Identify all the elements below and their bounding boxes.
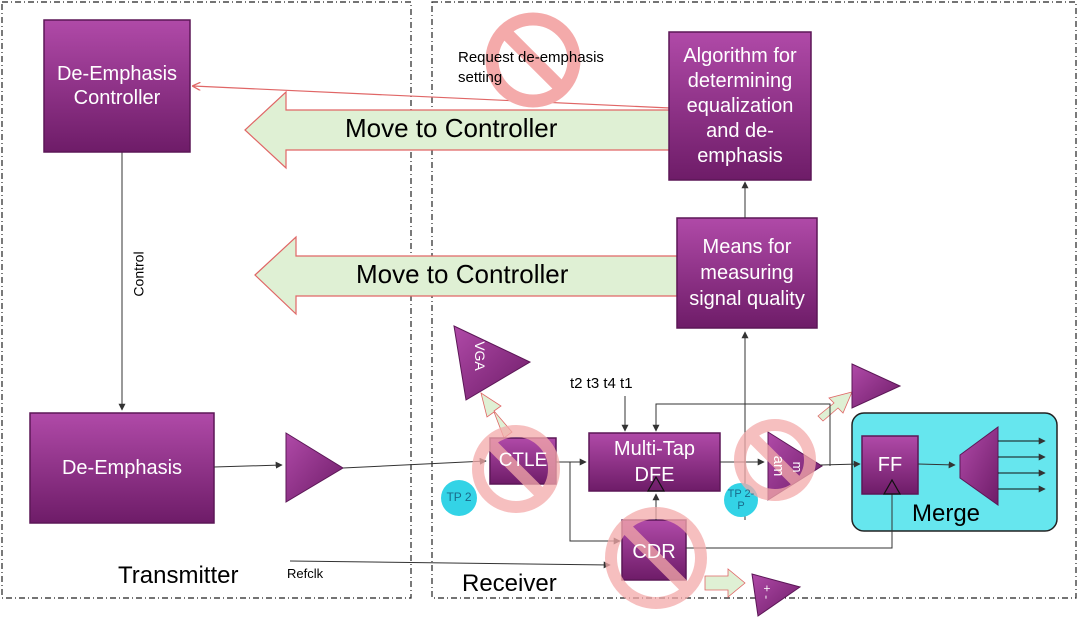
dfe-label-line1: Multi-Tap <box>613 438 696 460</box>
algorithm-label: Algorithm for determining equalization a… <box>683 44 797 167</box>
prohibit-ctle-icon <box>472 425 560 513</box>
taps-label: t2 t3 t4 t1 <box>570 375 633 392</box>
deserializer-shape <box>959 426 999 506</box>
refclk-label: Refclk <box>287 566 324 581</box>
prohibit-cdr-icon <box>605 507 707 609</box>
cdr-label: CDR <box>632 541 676 563</box>
means-label: Means for measuring signal quality <box>689 236 805 310</box>
transmitter-label: Transmitter <box>118 562 239 589</box>
prohibit-request-icon <box>485 12 581 108</box>
plus-minus-triangle <box>751 573 802 617</box>
move-to-controller-top: Move to Controller <box>345 113 558 143</box>
means-block <box>676 217 818 329</box>
deemphasis-block <box>29 412 215 524</box>
request-arrow <box>193 86 671 109</box>
ctle-label: CTLE <box>498 449 548 471</box>
dfe-clock-triangle <box>646 475 666 492</box>
slicer-triangle <box>851 363 902 409</box>
receiver-label: Receiver <box>462 570 557 597</box>
deemphasis-label: De-Emphasis <box>61 457 183 479</box>
dfe-label-line2: DFE <box>634 464 675 486</box>
ff-block <box>861 435 919 495</box>
ff-label: FF <box>877 454 903 476</box>
request-label: Request de-emphasis setting <box>458 49 604 87</box>
control-label: Control <box>130 251 147 297</box>
plus-minus-label: + - <box>760 584 775 600</box>
tp2p-label: TP 2-P <box>727 487 755 512</box>
vga-label: VGA <box>472 341 489 371</box>
tp2-label: TP 2 <box>446 490 472 505</box>
transmitter-region <box>1 1 412 599</box>
merge-label: Merge <box>912 500 981 527</box>
tp2-marker <box>441 480 477 516</box>
deemphasis-controller-block <box>43 19 191 153</box>
move-to-controller-bottom: Move to Controller <box>356 259 569 289</box>
deemphasis-controller-label: De-Emphasis Controller <box>56 63 178 109</box>
algorithm-block <box>668 31 812 181</box>
slicer-green-arrow <box>817 391 853 422</box>
summer-label-2: m <box>789 461 805 473</box>
vga-triangle <box>453 325 532 401</box>
pm-green-arrow <box>704 568 746 598</box>
prohibit-summer-icon <box>734 419 816 501</box>
receiver-region <box>431 1 1077 599</box>
tx-driver-triangle <box>285 432 344 503</box>
